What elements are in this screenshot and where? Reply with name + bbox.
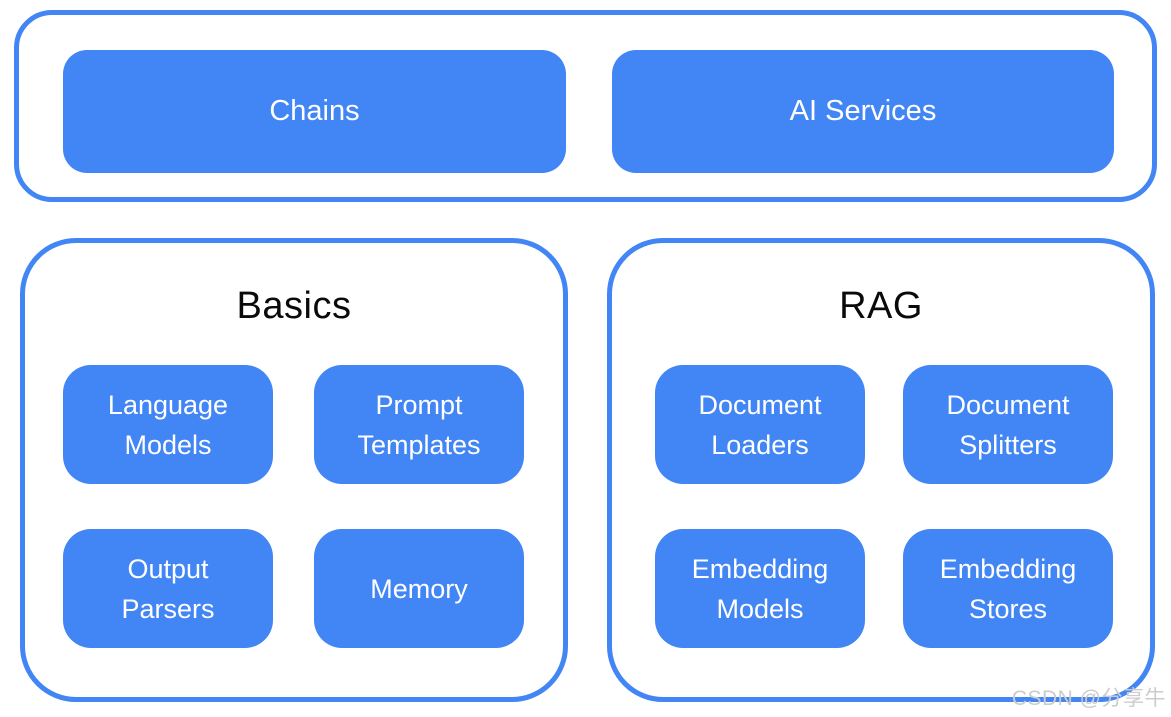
embedding-models-box: Embedding Models bbox=[655, 529, 865, 648]
language-models-box: Language Models bbox=[63, 365, 273, 484]
chains-label: Chains bbox=[269, 95, 360, 127]
embedding-models-label: Embedding Models bbox=[691, 553, 829, 624]
output-parsers-box: Output Parsers bbox=[63, 529, 273, 648]
top-level-group: Chains AI Services bbox=[14, 10, 1157, 202]
ai-services-label: AI Services bbox=[789, 95, 937, 127]
output-parsers-label: Output Parsers bbox=[121, 553, 215, 624]
chains-box: Chains bbox=[63, 50, 566, 173]
prompt-templates-label: Prompt Templates bbox=[357, 389, 481, 460]
document-loaders-label: Document Loaders bbox=[698, 389, 822, 460]
basics-title: Basics bbox=[236, 285, 352, 327]
ai-services-box: AI Services bbox=[612, 50, 1114, 173]
memory-box: Memory bbox=[314, 529, 524, 648]
document-loaders-box: Document Loaders bbox=[655, 365, 865, 484]
language-models-label: Language Models bbox=[107, 389, 229, 460]
rag-group: RAG Document Loaders Document Splitters … bbox=[607, 238, 1155, 702]
csdn-watermark: CSDN @分享牛 bbox=[1011, 687, 1166, 710]
embedding-stores-box: Embedding Stores bbox=[903, 529, 1113, 648]
document-splitters-box: Document Splitters bbox=[903, 365, 1113, 484]
rag-title: RAG bbox=[839, 285, 923, 327]
basics-group: Basics Language Models Prompt Templates … bbox=[20, 238, 568, 702]
document-splitters-label: Document Splitters bbox=[946, 389, 1070, 460]
memory-label: Memory bbox=[370, 573, 468, 604]
prompt-templates-box: Prompt Templates bbox=[314, 365, 524, 484]
embedding-stores-label: Embedding Stores bbox=[939, 553, 1077, 624]
